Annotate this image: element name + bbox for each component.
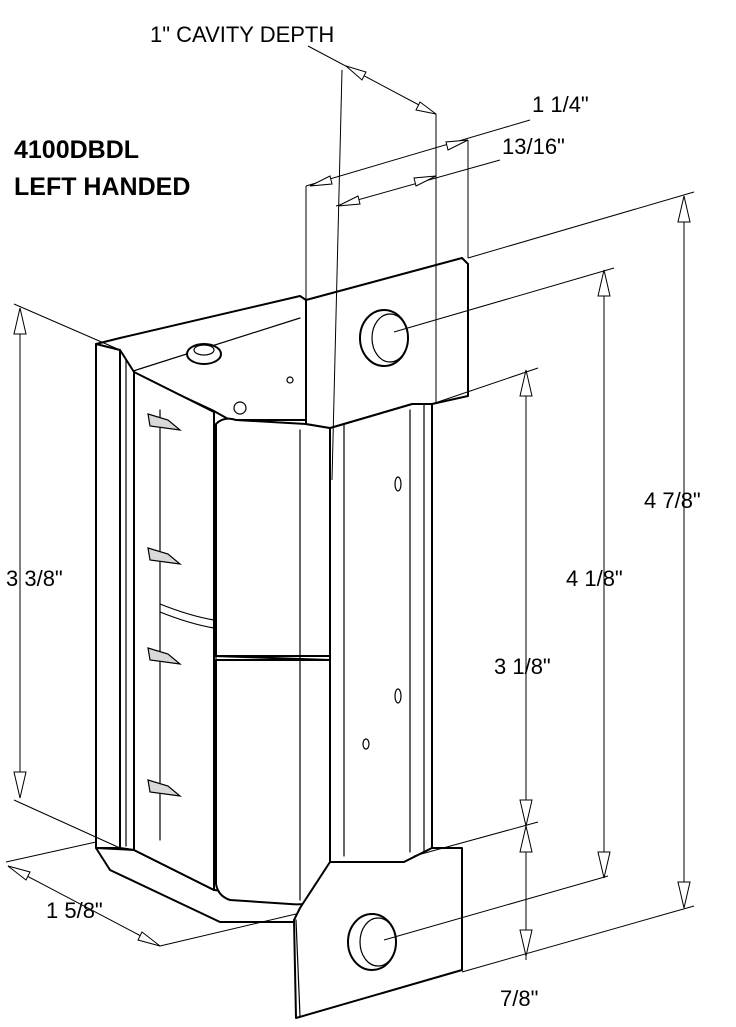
body-width-label: 13/16" [502, 134, 565, 159]
electric-strike-body [95, 257, 469, 1019]
hole-spacing-label: 4 1/8" [566, 566, 623, 591]
faceplate-height-label: 4 7/8" [644, 488, 701, 513]
keeper-opening-label: 3 1/8" [494, 654, 551, 679]
overall-width-label: 1 1/4" [532, 92, 589, 117]
model-number: 4100DBDL [14, 136, 139, 164]
body-depth-label: 1 5/8" [46, 898, 103, 923]
handing-label: LEFT HANDED [14, 173, 190, 201]
cavity-depth-label: 1" CAVITY DEPTH [150, 22, 334, 47]
body-height-label: 3 3/8" [6, 566, 63, 591]
dimension-lines [5, 45, 695, 973]
lip-to-hole-label: 7/8" [500, 986, 538, 1011]
